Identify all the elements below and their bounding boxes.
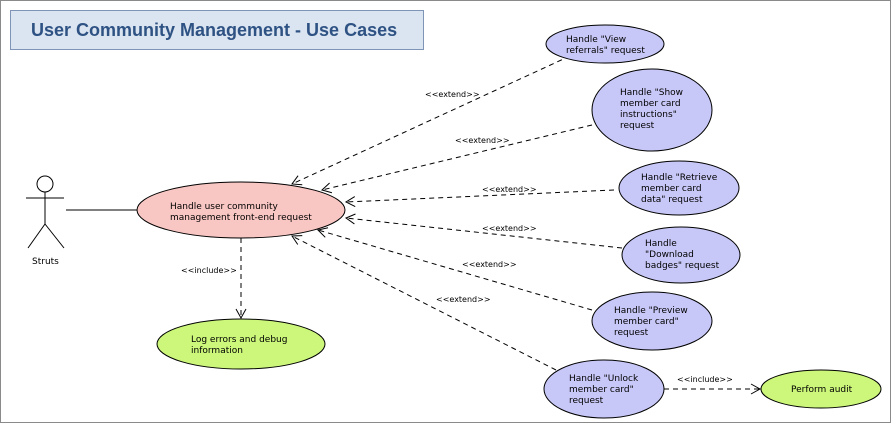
use-case-download-badges-line-2: "Download — [645, 250, 694, 260]
extend-edge-unlock-card — [291, 235, 557, 371]
extend-label-5: <<extend>> — [462, 260, 517, 269]
use-case-log-errors-line-2: information — [191, 346, 243, 356]
use-case-retrieve-data-line-2: member card — [641, 184, 702, 194]
use-case-main-line-2: management front-end request — [170, 213, 312, 223]
extend-label-4: <<extend>> — [482, 224, 537, 233]
use-case-preview-card-line-1: Handle "Preview — [614, 306, 688, 316]
use-case-preview-card[interactable]: Handle "Preview member card" request — [591, 291, 713, 351]
use-case-retrieve-data-line-3: data" request — [641, 195, 703, 205]
diagram-title: User Community Management - Use Cases — [10, 10, 424, 50]
include-label-1: <<include>> — [181, 266, 237, 275]
use-case-perform-audit[interactable]: Perform audit — [760, 369, 882, 409]
extend-label-3: <<extend>> — [482, 185, 537, 194]
extend-edge-retrieve-data — [344, 189, 615, 208]
use-case-download-badges-line-3: badges" request — [645, 261, 720, 271]
use-case-download-badges[interactable]: Handle "Download badges" request — [621, 226, 741, 284]
extend-edge-preview-card — [317, 227, 593, 311]
use-case-unlock-card[interactable]: Handle "Unlock member card" request — [543, 359, 665, 419]
use-case-perform-audit-line-1: Perform audit — [791, 385, 853, 395]
use-case-preview-card-line-2: member card" — [614, 317, 679, 327]
use-case-show-instructions-line-3: instructions" — [620, 110, 677, 120]
use-case-retrieve-data[interactable]: Handle "Retrieve member card data" reque… — [618, 160, 740, 216]
use-case-show-instructions-line-1: Handle "Show — [620, 88, 683, 98]
actor-struts[interactable]: Struts — [26, 175, 65, 267]
use-case-unlock-card-line-1: Handle "Unlock — [569, 374, 639, 384]
use-case-unlock-card-line-3: request — [569, 396, 604, 406]
use-case-view-referrals-line-2: referrals" request — [566, 46, 645, 56]
extend-edge-download-badges — [344, 213, 623, 249]
use-case-retrieve-data-line-1: Handle "Retrieve — [641, 173, 718, 183]
use-case-show-instructions-line-4: request — [620, 121, 655, 131]
use-case-main[interactable]: Handle user community management front-e… — [136, 181, 346, 239]
extend-label-1: <<extend>> — [425, 90, 480, 99]
use-case-view-referrals-line-1: Handle "View — [566, 35, 626, 45]
use-case-main-line-1: Handle user community — [170, 202, 279, 212]
use-case-download-badges-line-1: Handle — [645, 239, 677, 249]
use-case-unlock-card-line-2: member card" — [569, 385, 634, 395]
use-case-view-referrals[interactable]: Handle "View referrals" request — [545, 24, 665, 64]
use-case-log-errors[interactable]: Log errors and debug information — [156, 318, 326, 370]
use-case-log-errors-line-1: Log errors and debug — [191, 335, 287, 345]
extend-edge-show-instructions — [320, 124, 593, 194]
extend-label-6: <<extend>> — [436, 295, 491, 304]
include-label-2: <<include>> — [677, 375, 733, 384]
actor-label: Struts — [32, 257, 59, 267]
use-case-preview-card-line-3: request — [614, 328, 649, 338]
extend-edge-view-referrals — [291, 55, 571, 186]
use-case-show-instructions-line-2: member card — [620, 99, 681, 109]
use-case-show-instructions[interactable]: Handle "Show member card instructions" r… — [591, 68, 713, 152]
extend-label-2: <<extend>> — [455, 136, 510, 145]
